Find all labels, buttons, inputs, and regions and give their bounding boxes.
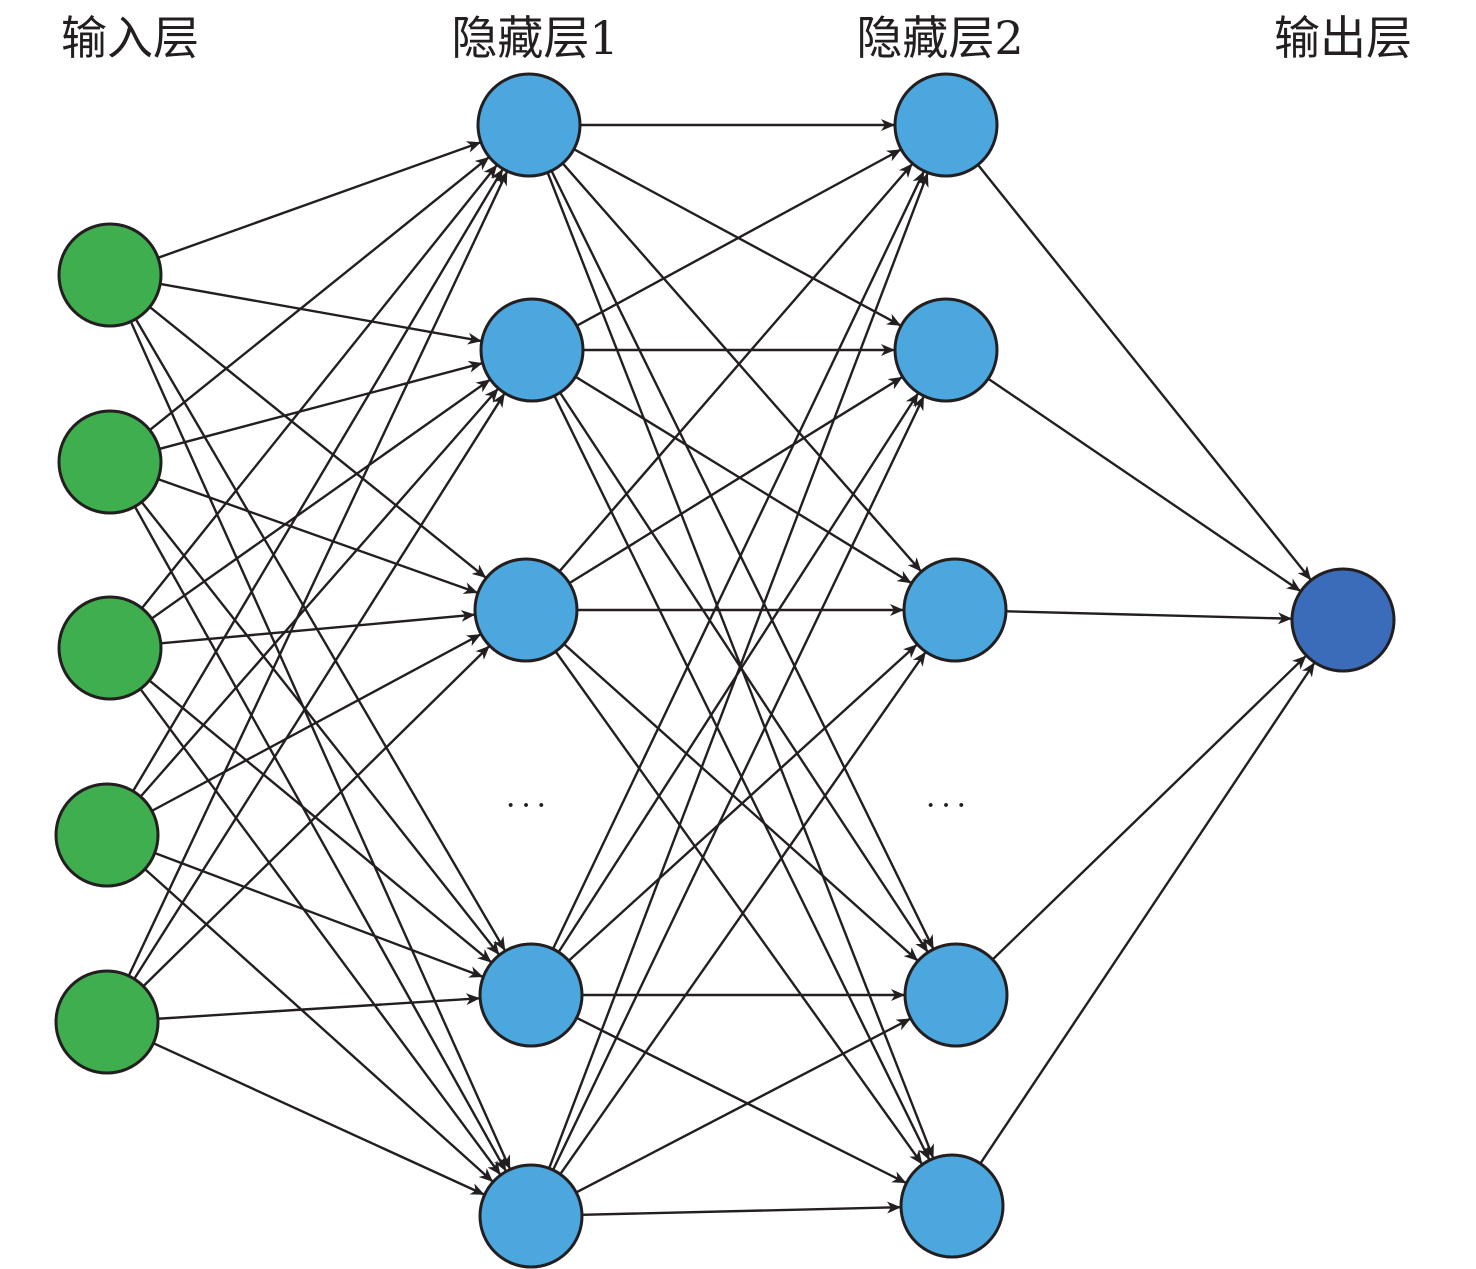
edge-input-4-to-hidden1-5 — [144, 868, 494, 1183]
edge-input-2-to-hidden1-2 — [158, 360, 483, 451]
hidden1-ellipsis: ··· — [505, 787, 551, 824]
edge-hidden1-3-to-hidden2-5 — [554, 650, 923, 1165]
edges-group — [127, 119, 1316, 1216]
edge-input-2-to-hidden1-4 — [140, 501, 500, 955]
edge-hidden1-2-to-hidden2-1 — [576, 148, 902, 327]
layer-label-hidden1: 隐藏层1 — [451, 11, 619, 65]
edge-hidden1-5-to-hidden2-2 — [551, 395, 925, 1171]
edge-input-4-to-hidden1-2 — [139, 388, 499, 798]
edge-hidden1-4-to-hidden2-1 — [551, 171, 925, 950]
node-input-2 — [57, 409, 163, 515]
edge-input-4-to-hidden1-3 — [151, 633, 482, 812]
node-hidden1-3 — [473, 557, 579, 663]
edge-input-5-to-hidden1-5 — [152, 1042, 485, 1196]
edge-hidden1-1-to-hidden2-3 — [561, 162, 922, 572]
edge-input-3-to-hidden1-4 — [148, 679, 492, 963]
node-hidden2-3 — [902, 557, 1008, 663]
edge-hidden2-3-to-output-1 — [1005, 610, 1293, 625]
edge-input-5-to-hidden1-2 — [133, 393, 506, 980]
edge-hidden2-2-to-output-1 — [987, 377, 1301, 592]
node-hidden1-2 — [479, 297, 585, 403]
edge-hidden2-5-to-output-1 — [979, 662, 1316, 1165]
node-hidden1-4 — [478, 942, 584, 1048]
node-input-4 — [54, 782, 160, 888]
edge-input-5-to-hidden1-3 — [142, 645, 490, 988]
node-output-1 — [1290, 567, 1396, 673]
node-hidden1-5 — [478, 1163, 584, 1269]
edge-input-5-to-hidden1-1 — [127, 171, 508, 977]
node-input-1 — [57, 222, 163, 328]
edge-input-4-to-hidden1-1 — [132, 168, 504, 792]
node-input-3 — [57, 595, 163, 701]
hidden2-ellipsis: ··· — [925, 787, 971, 824]
node-input-5 — [54, 969, 160, 1075]
node-hidden2-2 — [893, 297, 999, 403]
edge-input-1-to-hidden1-4 — [134, 318, 506, 951]
node-hidden2-1 — [893, 72, 999, 178]
node-hidden2-5 — [899, 1153, 1005, 1259]
edge-input-1-to-hidden1-2 — [160, 282, 482, 345]
edge-input-5-to-hidden1-4 — [157, 993, 481, 1020]
edge-hidden2-1-to-output-1 — [976, 164, 1312, 581]
edge-input-3-to-hidden1-1 — [140, 164, 498, 609]
edge-input-1-to-hidden1-5 — [129, 321, 511, 1170]
edge-input-4-to-hidden1-4 — [154, 851, 484, 978]
edge-hidden1-3-to-hidden2-1 — [558, 163, 913, 573]
layer-label-input: 输入层 — [61, 11, 199, 65]
edge-hidden1-5-to-hidden2-1 — [548, 172, 929, 1169]
edge-hidden1-4-to-hidden2-5 — [576, 1016, 907, 1184]
edge-hidden1-3-to-hidden2-2 — [568, 376, 903, 585]
edge-input-3-to-hidden1-2 — [150, 379, 491, 620]
edge-hidden1-2-to-hidden2-4 — [559, 391, 929, 953]
edge-input-3-to-hidden1-3 — [160, 609, 476, 645]
edge-hidden1-5-to-hidden2-4 — [575, 1017, 911, 1194]
edge-hidden2-4-to-output-1 — [991, 655, 1307, 961]
edge-input-1-to-hidden1-1 — [157, 141, 481, 259]
edge-input-1-to-hidden1-3 — [148, 306, 487, 579]
layer-label-output: 输出层 — [1274, 11, 1412, 65]
node-hidden2-4 — [903, 942, 1009, 1048]
edge-hidden1-2-to-hidden2-3 — [574, 375, 912, 584]
edge-input-2-to-hidden1-5 — [133, 505, 507, 1172]
edge-input-2-to-hidden1-1 — [148, 156, 490, 431]
nodes-group — [54, 72, 1396, 1269]
edge-hidden1-1-to-hidden2-4 — [550, 170, 935, 950]
edge-input-3-to-hidden1-5 — [139, 688, 501, 1176]
edge-input-2-to-hidden1-3 — [157, 477, 478, 594]
edge-hidden1-5-to-hidden2-3 — [559, 651, 927, 1175]
edge-hidden1-5-to-hidden2-5 — [581, 1201, 902, 1216]
layer-label-hidden2: 隐藏层2 — [856, 11, 1024, 65]
edge-hidden1-3-to-hidden2-4 — [563, 643, 919, 962]
node-hidden1-1 — [476, 72, 582, 178]
edge-hidden1-4-to-hidden2-3 — [567, 644, 918, 962]
